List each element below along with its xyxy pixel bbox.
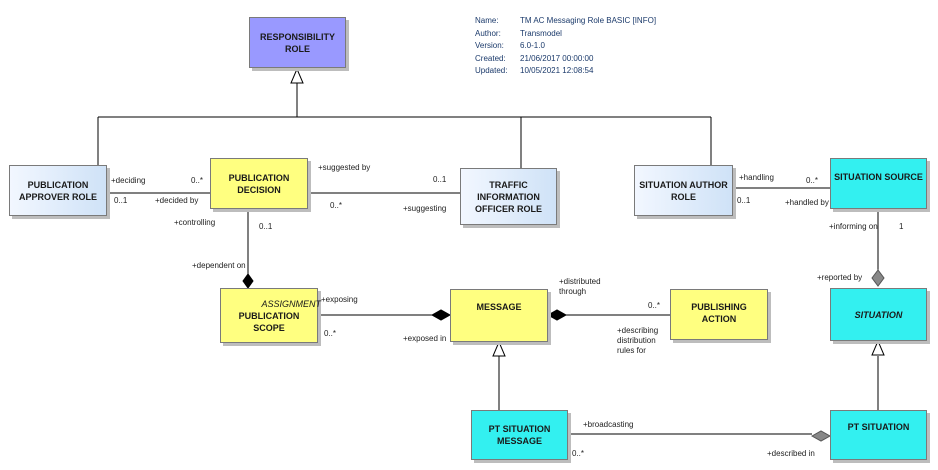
mult-controlling: 0..1 bbox=[259, 222, 273, 231]
mult-suggesting: 0..* bbox=[330, 201, 343, 210]
info-created-value: 21/06/2017 00:00:00 bbox=[520, 53, 594, 63]
class-publishing-action[interactable]: PUBLISHING ACTION bbox=[670, 289, 768, 340]
class-publication-decision-line1: PUBLICATION bbox=[228, 172, 290, 183]
composition-diamond-situation bbox=[871, 269, 885, 287]
info-created-key: Created: bbox=[475, 53, 506, 63]
role-distributed-line2: through bbox=[559, 287, 587, 296]
class-situation-author-role[interactable]: SITUATION AUTHOR ROLE bbox=[634, 165, 733, 216]
class-publication-scope-label: PUBLICATION SCOPE bbox=[238, 310, 300, 333]
info-author-key: Author: bbox=[475, 28, 501, 38]
info-updated-value: 10/05/2021 12:08:54 bbox=[520, 66, 594, 75]
mult-informing-on: 1 bbox=[899, 222, 904, 231]
class-publication-approver-role-line1: PUBLICATION bbox=[27, 179, 89, 190]
class-publication-scope[interactable]: ASSIGNMENT PUBLICATION SCOPE bbox=[220, 288, 321, 343]
info-updated-key: Updated: bbox=[475, 66, 508, 75]
role-describing-line2: distribution bbox=[617, 336, 656, 345]
info-author-value: Transmodel bbox=[520, 28, 562, 38]
role-suggested-by: +suggested by bbox=[318, 163, 371, 172]
class-publication-approver-role[interactable]: PUBLICATION APPROVER ROLE bbox=[9, 165, 107, 216]
role-dependent-on: +dependent on bbox=[192, 261, 246, 270]
composition-diamond-ptsituation bbox=[810, 430, 832, 442]
generalization-arrowhead bbox=[290, 67, 304, 84]
role-exposed-in: +exposed in bbox=[403, 334, 447, 343]
class-pt-situation-message-line2: MESSAGE bbox=[496, 436, 542, 446]
info-name-key: Name: bbox=[475, 16, 499, 25]
info-version-value: 6.0-1.0 bbox=[520, 41, 545, 50]
class-traffic-officer-line1: TRAFFIC bbox=[489, 179, 528, 190]
class-traffic-officer-line3: OFFICER ROLE bbox=[475, 203, 542, 214]
composition-diamond-scope bbox=[242, 273, 254, 289]
class-situation-author-role-line2: ROLE bbox=[670, 191, 696, 202]
class-situation-source-label: SITUATION SOURCE bbox=[834, 172, 923, 182]
class-pt-situation-label: PT SITUATION bbox=[847, 422, 910, 432]
mult-suggested-by: 0..1 bbox=[433, 175, 447, 184]
class-publication-scope-stereotype: ASSIGNMENT bbox=[261, 298, 321, 309]
role-deciding: +deciding bbox=[111, 176, 146, 185]
class-message-label: MESSAGE bbox=[476, 302, 522, 312]
generalization-arrowhead-message bbox=[492, 340, 506, 357]
mult-broadcasting: 0..* bbox=[572, 449, 585, 458]
role-handling: +handling bbox=[739, 173, 774, 182]
class-situation-author-role-line1: SITUATION AUTHOR bbox=[639, 179, 728, 190]
class-publication-approver-role-line2: APPROVER ROLE bbox=[18, 191, 97, 202]
role-handled-by: +handled by bbox=[785, 198, 829, 207]
role-described-in: +described in bbox=[767, 449, 815, 458]
diagram-info: Name: TM AC Messaging Role BASIC [INFO] A… bbox=[475, 15, 656, 78]
composition-diamond-action bbox=[546, 309, 568, 321]
role-broadcasting: +broadcasting bbox=[583, 420, 634, 429]
role-distributed-line1: +distributed bbox=[559, 277, 601, 286]
role-describing: +describing distribution rules for bbox=[617, 326, 658, 356]
role-controlling: +controlling bbox=[174, 218, 216, 227]
role-suggesting: +suggesting bbox=[403, 204, 447, 213]
class-pt-situation-message[interactable]: PT SITUATION MESSAGE bbox=[471, 410, 568, 460]
class-responsibility-role[interactable]: RESPONSIBILITY ROLE bbox=[249, 17, 346, 68]
class-publishing-action-label: PUBLISHING ACTION bbox=[691, 302, 747, 324]
mult-decided-by: 0..1 bbox=[114, 196, 128, 205]
mult-exposing: 0..* bbox=[324, 329, 337, 338]
mult-distributed: 0..* bbox=[648, 301, 661, 310]
composition-diamond-message bbox=[430, 309, 452, 321]
class-responsibility-role-line2: ROLE bbox=[284, 43, 310, 54]
class-traffic-information-officer-role[interactable]: TRAFFIC INFORMATION OFFICER ROLE bbox=[460, 168, 557, 225]
mult-deciding: 0..* bbox=[191, 176, 204, 185]
class-situation[interactable]: SITUATION bbox=[830, 288, 927, 341]
role-distributed-through: +distributed through bbox=[559, 277, 601, 297]
class-pt-situation-message-line1: PT SITUATION bbox=[488, 424, 551, 434]
role-reported-by: +reported by bbox=[817, 273, 863, 282]
class-pt-situation[interactable]: PT SITUATION bbox=[830, 410, 927, 460]
role-describing-line3: rules for bbox=[617, 346, 646, 355]
mult-handling: 0..* bbox=[806, 176, 819, 185]
class-publication-decision[interactable]: PUBLICATION DECISION bbox=[210, 158, 308, 209]
info-name-value: TM AC Messaging Role BASIC [INFO] bbox=[520, 16, 657, 25]
class-message[interactable]: MESSAGE bbox=[450, 289, 548, 342]
role-informing-on: +informing on bbox=[829, 222, 878, 231]
role-describing-line1: +describing bbox=[617, 326, 659, 335]
class-situation-source[interactable]: SITUATION SOURCE bbox=[830, 158, 927, 209]
class-traffic-officer-line2: INFORMATION bbox=[477, 191, 540, 202]
class-publication-decision-line2: DECISION bbox=[237, 184, 281, 195]
role-exposing: +exposing bbox=[321, 295, 358, 304]
info-version-key: Version: bbox=[475, 41, 504, 50]
class-situation-label: SITUATION bbox=[854, 309, 903, 320]
role-decided-by: +decided by bbox=[155, 196, 199, 205]
class-responsibility-role-line1: RESPONSIBILITY bbox=[259, 31, 335, 42]
generalization-arrowhead-situation bbox=[871, 339, 885, 356]
mult-handled-by: 0..1 bbox=[737, 196, 751, 205]
